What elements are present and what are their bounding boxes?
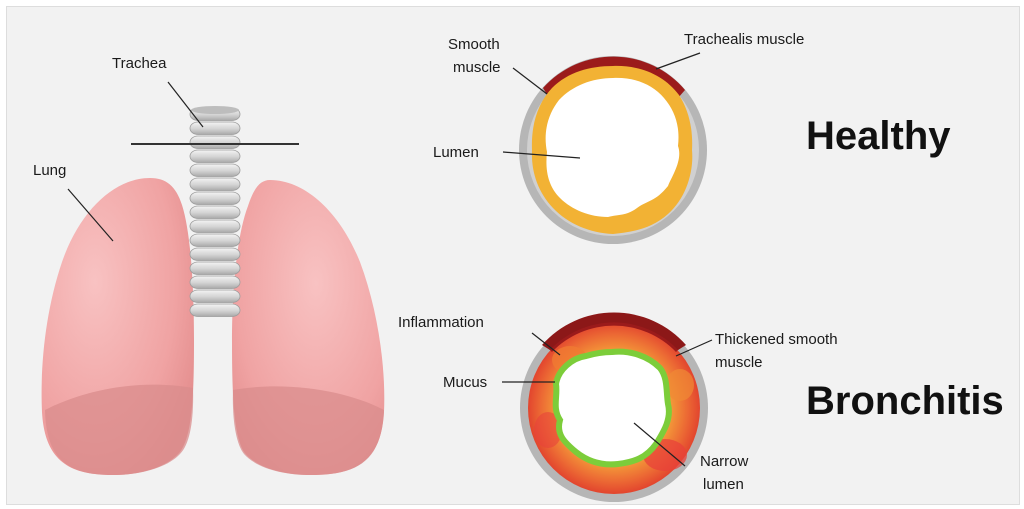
trachea-ring: [190, 262, 240, 275]
label-narrow-1: Narrow: [700, 453, 749, 470]
leader-trachealis: [656, 53, 700, 69]
trachea-ring: [190, 304, 240, 317]
bronchitis-cross-section: [520, 312, 708, 502]
lung-left: [42, 178, 194, 475]
label-trachealis-muscle: Trachealis muscle: [684, 31, 804, 48]
trachea-ring: [190, 178, 240, 191]
leader-smooth-muscle: [513, 68, 547, 94]
trachea-ring: [190, 192, 240, 205]
label-smooth-muscle-2: muscle: [453, 59, 501, 76]
label-smooth-muscle-1: Smooth: [448, 36, 500, 53]
trachea-ring: [190, 150, 240, 163]
label-trachea: Trachea: [112, 55, 167, 72]
trachea-ring: [190, 136, 240, 149]
lung-right: [232, 180, 384, 475]
trachea-ring: [190, 206, 240, 219]
trachea-ring: [190, 220, 240, 233]
label-narrow-2: lumen: [703, 476, 744, 493]
healthy-cross-section: [519, 56, 707, 244]
leader-trachea: [168, 82, 203, 127]
state-healthy: Healthy: [806, 114, 951, 158]
trachea-ring: [190, 290, 240, 303]
state-bronchitis: Bronchitis: [806, 379, 1004, 423]
label-thickened-1: Thickened smooth: [715, 331, 838, 348]
trachea-ring: [190, 234, 240, 247]
trachea-ring: [190, 164, 240, 177]
label-lung: Lung: [33, 162, 66, 179]
trachea-ring: [190, 122, 240, 135]
label-mucus: Mucus: [443, 374, 487, 391]
label-lumen: Lumen: [433, 144, 479, 161]
label-inflammation: Inflammation: [398, 314, 484, 331]
label-thickened-2: muscle: [715, 354, 763, 371]
trachea-ring: [190, 248, 240, 261]
trachea: [190, 106, 240, 317]
trachea-opening: [191, 106, 239, 114]
trachea-ring: [190, 276, 240, 289]
